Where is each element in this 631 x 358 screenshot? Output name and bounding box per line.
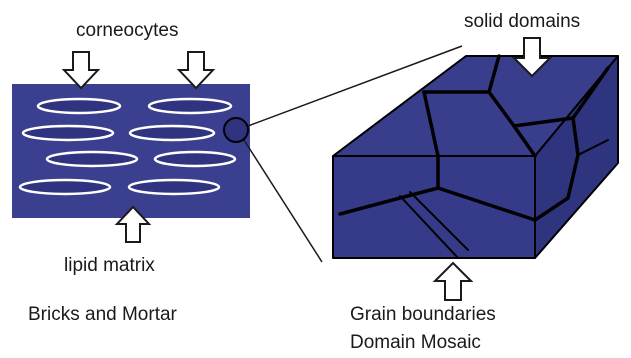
label-grain-boundaries: Grain boundaries [350,304,496,325]
brick [128,124,216,142]
arrow-down-icon [176,51,216,90]
arrows [61,37,553,301]
label-domain-mosaic: Domain Mosaic [350,332,481,353]
grain-boundaries-thin [399,139,609,259]
connector-line-top [247,45,463,127]
arrow-down-icon [511,37,553,78]
label-solid-domains: solid domains [464,11,581,32]
brick [18,178,112,196]
corneocyte-bricks [18,97,237,196]
arrow-up-icon [432,261,474,301]
arrow-down-icon [61,51,101,90]
domain-block [332,55,619,259]
grain-boundaries [338,54,610,222]
brick [36,97,122,115]
brick [127,178,221,196]
brick [147,97,233,115]
magnify-circle [223,117,249,143]
brick [45,150,139,168]
arrow-up-icon [114,205,152,243]
brick [21,124,115,142]
label-corneocytes: corneocytes [76,20,179,41]
label-bricks-and-mortar: Bricks and Mortar [28,304,177,325]
label-lipid-matrix: lipid matrix [64,255,155,276]
brick [153,150,237,168]
connector-line-bottom [243,139,323,263]
